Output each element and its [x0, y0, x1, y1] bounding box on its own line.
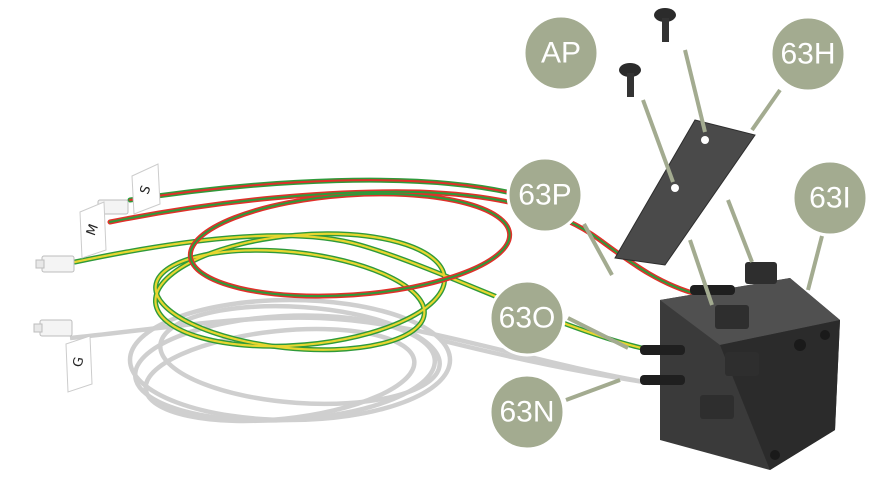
- wire-connector-g: [33, 319, 73, 337]
- connector-block: [640, 262, 840, 470]
- red-green-wire: [107, 177, 703, 299]
- svg-text:63H: 63H: [780, 38, 835, 71]
- screw-upper: [654, 8, 676, 42]
- callout-63p: 63P: [506, 156, 584, 234]
- callout-63o: 63O: [488, 279, 566, 357]
- svg-text:M: M: [84, 222, 102, 238]
- callout-63h: 63H: [769, 15, 847, 93]
- svg-text:63N: 63N: [499, 396, 554, 429]
- svg-text:63P: 63P: [518, 179, 571, 212]
- grey-wire-coil: [69, 297, 651, 424]
- wire-tag-s: S: [131, 163, 161, 215]
- wire-tag-g: G: [65, 335, 93, 393]
- callout-ap: AP: [522, 14, 600, 92]
- wire-tag-m: M: [79, 201, 107, 259]
- callout-63i: 63I: [791, 159, 869, 237]
- svg-text:63I: 63I: [809, 182, 851, 215]
- callout-63n: 63N: [488, 373, 566, 451]
- leader-lines: [565, 49, 824, 402]
- svg-text:G: G: [71, 356, 88, 369]
- mounting-plate: [614, 119, 756, 266]
- svg-text:AP: AP: [541, 37, 581, 70]
- wire-connector-m: [35, 255, 75, 273]
- svg-text:63O: 63O: [499, 302, 556, 335]
- screw-lower: [619, 63, 641, 97]
